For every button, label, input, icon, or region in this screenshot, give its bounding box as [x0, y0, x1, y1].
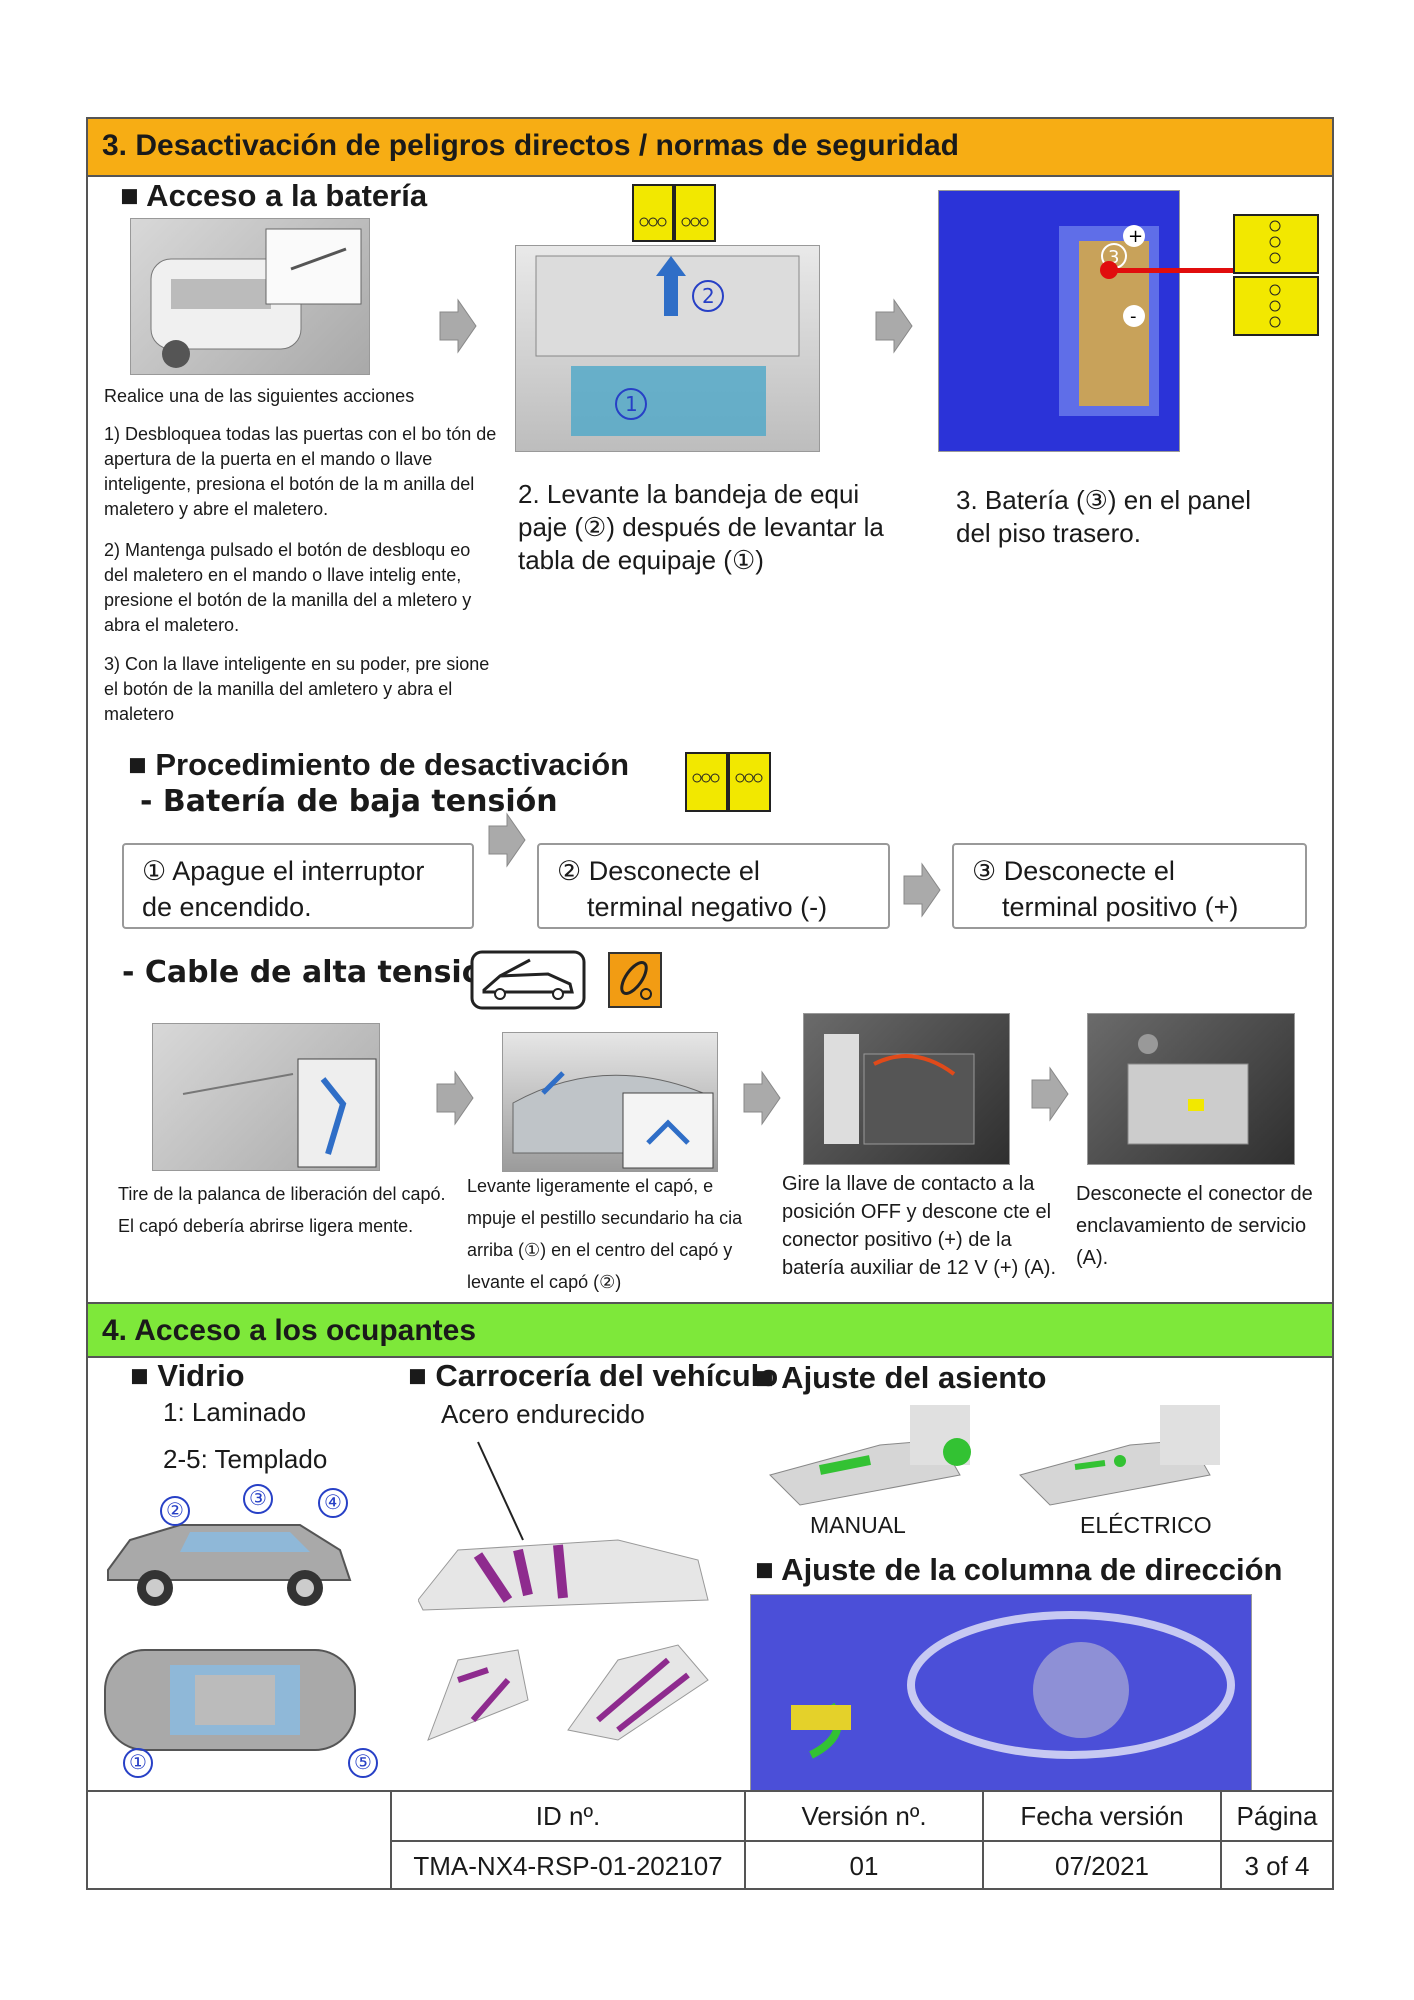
- procedure-subheading: - Batería de baja tensión: [140, 784, 558, 819]
- svg-text:2: 2: [702, 284, 715, 308]
- step-line2: de encendido.: [142, 892, 312, 922]
- document-footer-table: ID nº. Versión nº. Fecha versión Página …: [86, 1790, 1334, 1890]
- glass-marker-3: ③: [243, 1484, 273, 1514]
- glass-marker-4: ④: [318, 1488, 348, 1518]
- hood-lever-photo: [152, 1023, 380, 1171]
- battery-location-photo: + - 3: [938, 190, 1180, 452]
- step-line1: Apague el interruptor: [172, 856, 425, 886]
- steering-column-photo: [750, 1594, 1252, 1791]
- step-number: ①: [142, 856, 167, 886]
- glass-marker-1: ①: [123, 1748, 153, 1778]
- arrow-right-icon: [902, 862, 942, 923]
- manual-seat-illustration: [760, 1405, 990, 1530]
- footer-value-id: TMA-NX4-RSP-01-202107: [390, 1840, 746, 1890]
- footer-header-page: Página: [1220, 1790, 1334, 1842]
- footer-header-date: Fecha versión: [982, 1790, 1222, 1842]
- step-number: ②: [557, 856, 582, 886]
- battery-access-heading: ■ Acceso a la batería: [120, 178, 428, 213]
- seat-electric-label: ELÉCTRICO: [1080, 1512, 1212, 1538]
- steering-heading: ■ Ajuste de la columna de dirección: [755, 1552, 1283, 1587]
- body-label: Acero endurecido: [441, 1399, 645, 1429]
- footer-value-date: 07/2021: [982, 1840, 1222, 1890]
- battery-pointer-line: [1108, 268, 1238, 273]
- svg-text:3: 3: [1108, 247, 1119, 268]
- hv-heading: - Cable de alta tensión: [122, 955, 504, 990]
- glass-laminated: 1: Laminado: [163, 1397, 307, 1427]
- footer-header-id: ID nº.: [390, 1790, 746, 1842]
- glass-marker-5: ⑤: [348, 1748, 378, 1778]
- hood-latch-photo: [502, 1032, 718, 1172]
- section4-title: 4. Acceso a los ocupantes: [86, 1302, 1334, 1358]
- car-hood-icon: [470, 950, 586, 1015]
- svg-text:+: +: [1128, 226, 1143, 247]
- battery-option-2: 2) Mantenga pulsado el botón de desbloqu…: [104, 540, 472, 635]
- battery-option-3: 3) Con la llave inteligente en su poder,…: [104, 654, 490, 724]
- arrow-right-icon: [874, 298, 914, 359]
- battery-option-1: 1) Desbloquea todas las puertas con el b…: [104, 424, 497, 519]
- hv-step-1: Tire de la palanca de liberación del cap…: [118, 1184, 446, 1236]
- lv-step-2: ② Desconecte el terminal negativo (-): [537, 843, 890, 929]
- section3-title: 3. Desactivación de peligros directos / …: [86, 117, 1334, 177]
- battery-icon: [685, 752, 771, 817]
- trunk-tray-photo: 2 1: [515, 245, 820, 452]
- battery-step2-text: 2. Levante la bandeja de equi paje (②) d…: [518, 479, 884, 575]
- electric-seat-illustration: [1010, 1405, 1240, 1530]
- service-interlock-photo: [1087, 1013, 1295, 1165]
- step-line1: Desconecte el: [588, 856, 760, 886]
- arrow-right-icon: [742, 1070, 782, 1131]
- car-top-illustration: [100, 1640, 360, 1765]
- battery-intro: Realice una de las siguientes acciones: [104, 386, 415, 406]
- step-number: ③: [972, 856, 997, 886]
- footer-value-page: 3 of 4: [1220, 1840, 1334, 1890]
- arrow-right-icon: [487, 812, 527, 873]
- car-side-illustration: [100, 1480, 360, 1625]
- procedure-heading: ■ Procedimiento de desactivación: [128, 747, 630, 782]
- glass-heading: ■ Vidrio: [130, 1358, 245, 1393]
- step-line2: terminal positivo (+): [1002, 892, 1239, 922]
- aux-battery-photo: [803, 1013, 1010, 1165]
- hv-step-4: Desconecte el conector de enclavamiento …: [1076, 1183, 1313, 1269]
- step-line1: Desconecte el: [1003, 856, 1175, 886]
- arrow-right-icon: [435, 1070, 475, 1131]
- footer-value-version: 01: [744, 1840, 984, 1890]
- seat-heading: ■ Ajuste del asiento: [755, 1360, 1047, 1395]
- lv-step-3: ③ Desconecte el terminal positivo (+): [952, 843, 1307, 929]
- svg-text:1: 1: [625, 392, 638, 416]
- seat-manual-label: MANUAL: [810, 1512, 906, 1538]
- footer-blank-cell: [86, 1790, 392, 1890]
- body-frame-illustration: [417, 1430, 718, 1765]
- service-plug-icon: [608, 952, 662, 1013]
- hv-step-2: Levante ligeramente el capó, e mpuje el …: [467, 1176, 743, 1292]
- glass-tempered: 2-5: Templado: [163, 1444, 328, 1474]
- battery-step3-text: 3. Batería (③) en el panel del piso tras…: [956, 485, 1252, 548]
- footer-header-version: Versión nº.: [744, 1790, 984, 1842]
- arrow-right-icon: [438, 298, 478, 359]
- car-rear-illustration: [150, 228, 362, 368]
- step-line2: terminal negativo (-): [587, 892, 828, 922]
- svg-text:-: -: [1130, 306, 1137, 327]
- trunk-open-photo: [130, 218, 370, 375]
- battery-pointer-dot: [1100, 261, 1118, 279]
- battery-icon: [1233, 214, 1319, 343]
- hv-step-3: Gire la llave de contacto a la posición …: [782, 1173, 1057, 1279]
- lv-step-1: ① Apague el interruptor de encendido.: [122, 843, 474, 929]
- battery-icon: [632, 184, 716, 247]
- body-heading: ■ Carrocería del vehículo: [408, 1358, 779, 1393]
- arrow-right-icon: [1030, 1066, 1070, 1127]
- glass-marker-2: ②: [160, 1496, 190, 1526]
